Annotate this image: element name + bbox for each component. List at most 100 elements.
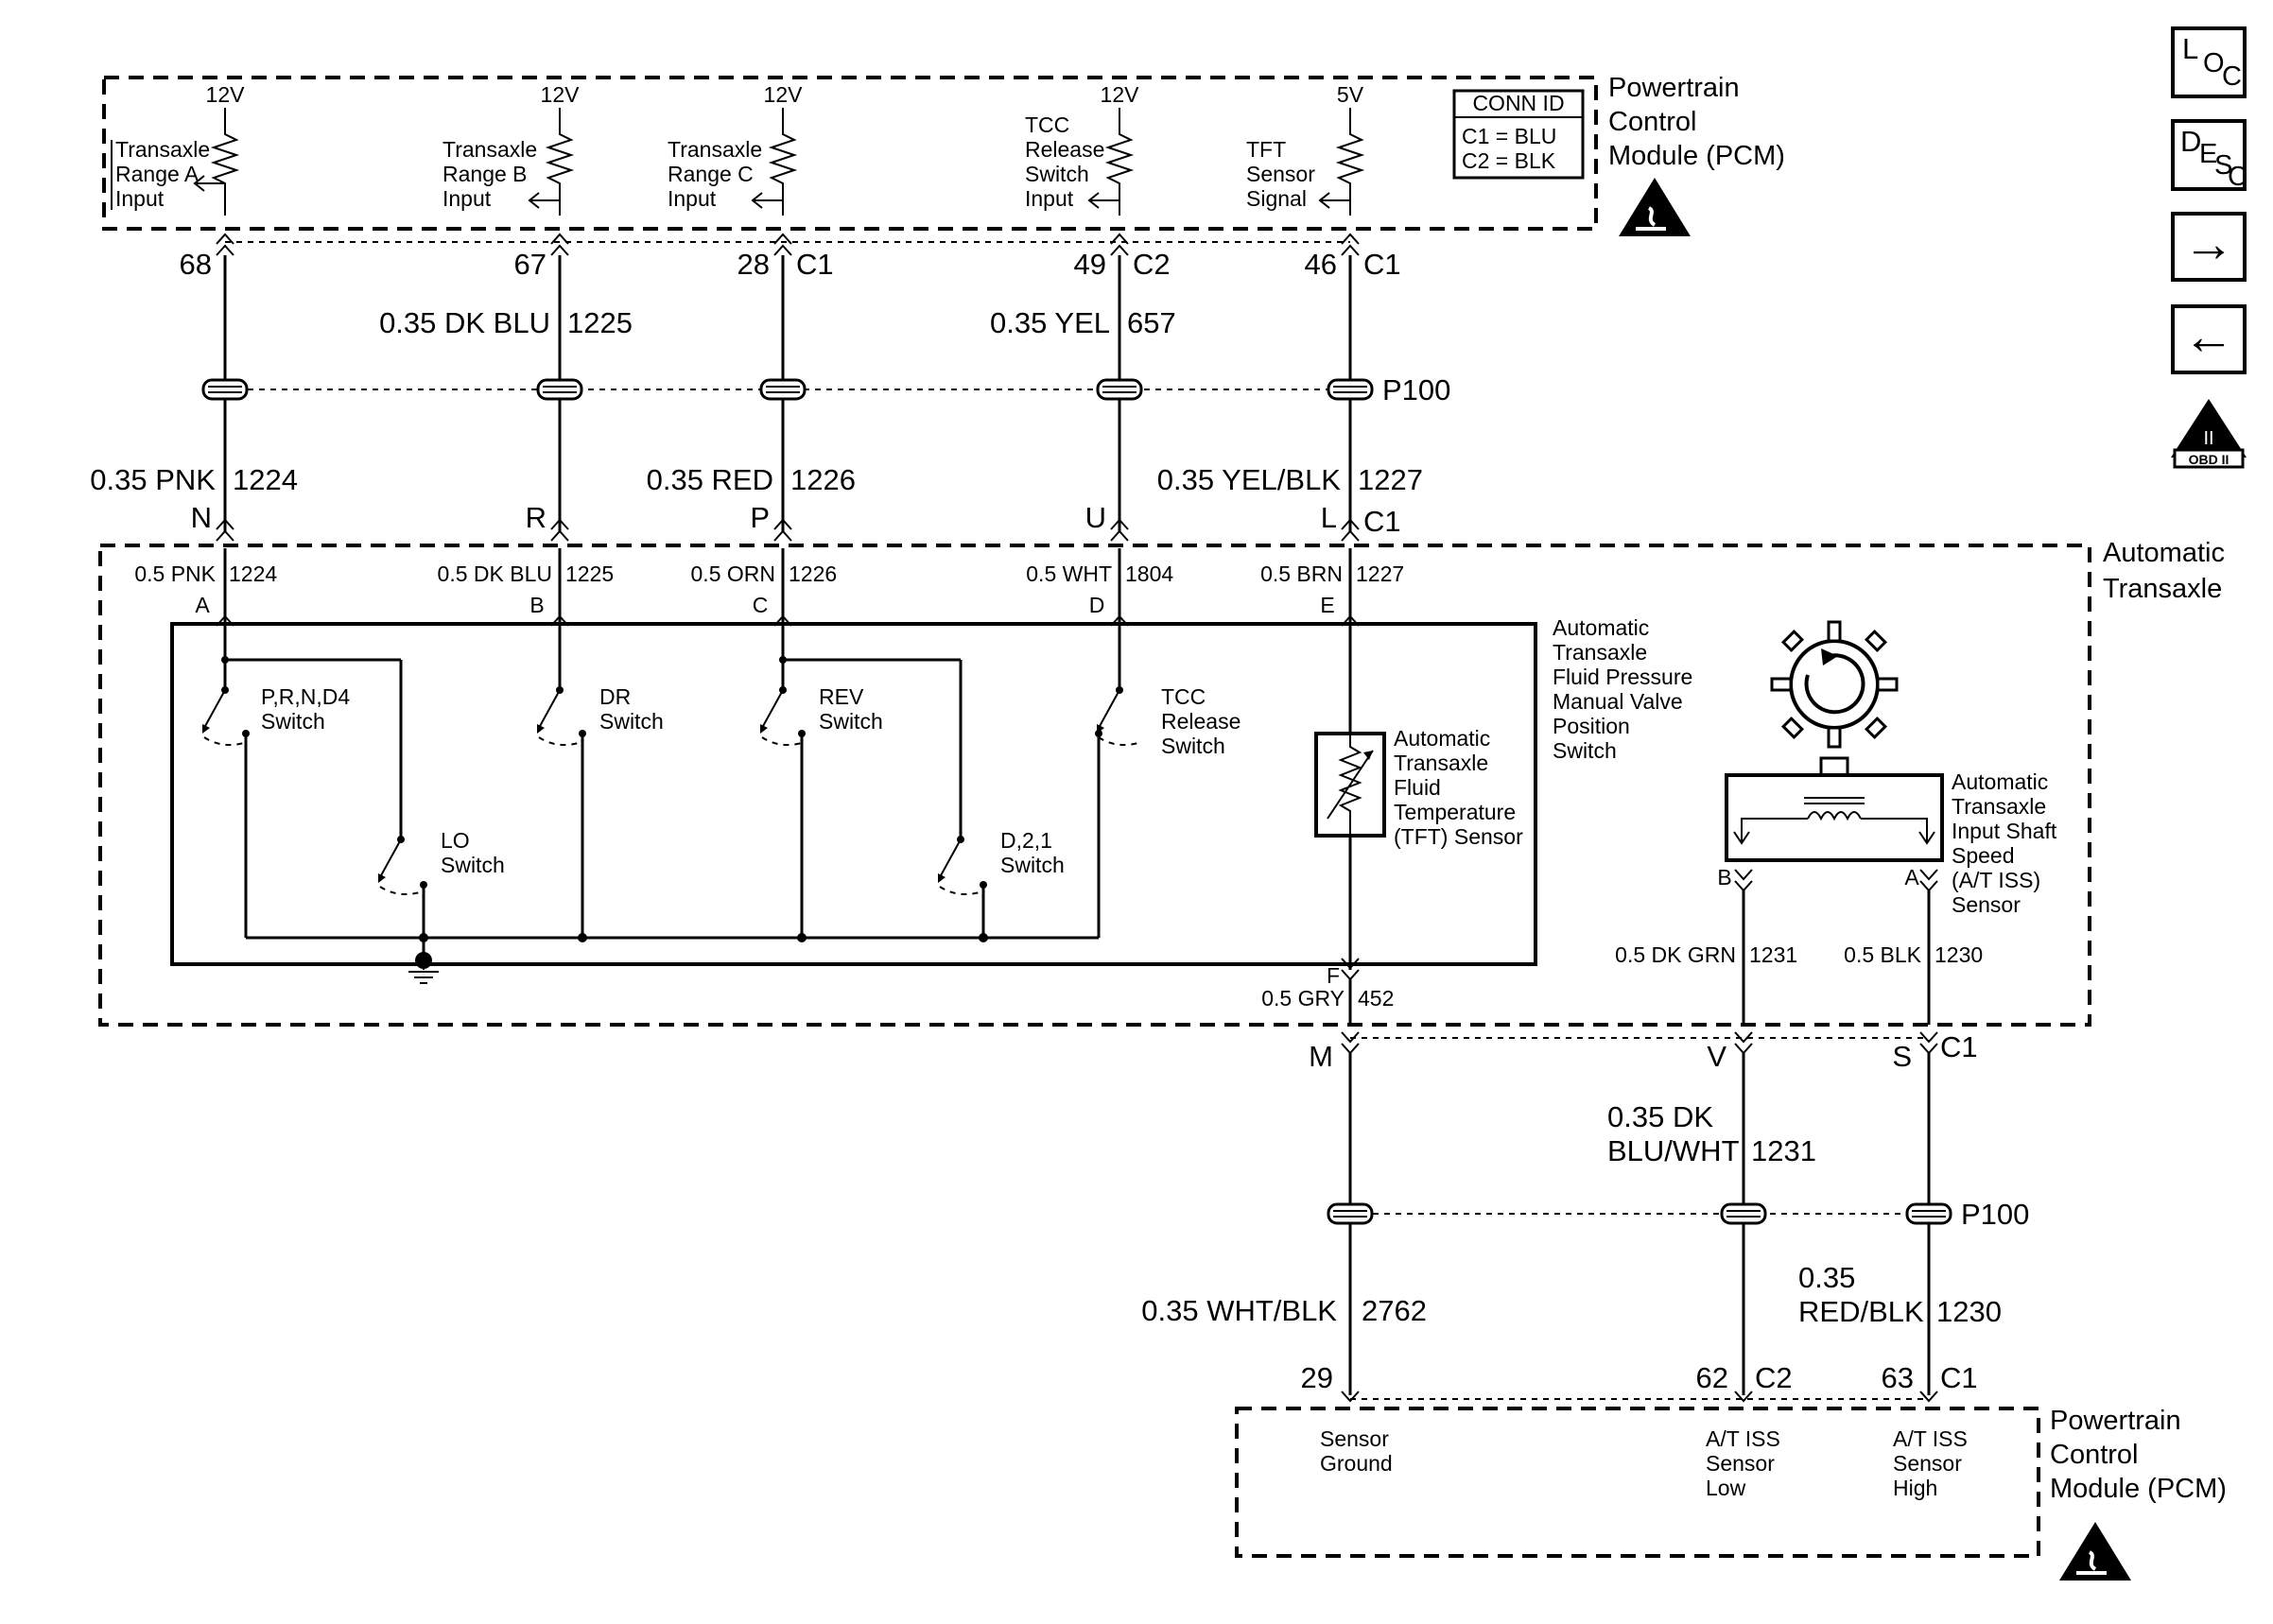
pin-letter: L <box>1321 501 1337 534</box>
tft-sensor-label: Temperature <box>1394 800 1516 824</box>
tft-sensor-label: Fluid <box>1394 775 1441 800</box>
voltage-label: 12V <box>541 82 581 107</box>
loc-sub2: C <box>2222 61 2242 92</box>
conn-id-c2: C2 = BLK <box>1462 148 1556 173</box>
wire-color-label: 0.35 DK BLU <box>379 306 550 339</box>
pcm-top-connector: 68 67 28 C1 49 C2 46 C1 <box>180 233 1401 281</box>
pcm-top-title-2: Control <box>1608 107 1697 137</box>
input-arrow-icon <box>193 175 225 192</box>
obd-ii-button[interactable]: II OBD II <box>2171 399 2247 469</box>
input-label: Signal <box>1246 186 1307 211</box>
pcm-bottom-boundary <box>1235 1407 2040 1558</box>
pin-symbol <box>216 233 234 256</box>
wire-color-label: 0.35 DK <box>1607 1100 1713 1133</box>
circuit-number: 1230 <box>1935 942 1983 967</box>
description-button[interactable]: D E S C <box>2171 119 2247 192</box>
connector-id: C1 <box>1940 1361 1978 1394</box>
tft-sensor-label: (TFT) Sensor <box>1394 824 1523 849</box>
circuit-number: 1231 <box>1749 942 1797 967</box>
pin-letter: N <box>191 501 212 534</box>
obd-ii-number: II <box>2203 428 2213 449</box>
splice-pack-icon <box>1327 378 1374 401</box>
nav-toolbar: L O C D E S C → ← II OBD II <box>2171 26 2247 469</box>
splice-pack-icon <box>536 378 583 401</box>
pcm-bottom-title-2: Control <box>2050 1440 2139 1470</box>
pcm-input-range-a: 12V Transaxle Range A Input <box>111 82 246 216</box>
pin-letter: A <box>195 593 210 617</box>
circuit-number: 2762 <box>1362 1294 1427 1327</box>
circuit-number: 1224 <box>229 561 277 586</box>
pcm-input-label: A/T ISS <box>1893 1426 1968 1451</box>
esd-caution-icon <box>1617 176 1692 238</box>
transaxle-boundary <box>98 544 2091 1027</box>
arrow-left-icon: ← <box>2183 308 2234 365</box>
iss-sensor-label: (A/T ISS) <box>1952 868 2040 892</box>
circuit-number: 452 <box>1358 986 1394 1011</box>
pin-letter: M <box>1309 1040 1333 1073</box>
wire-color-label: 0.5 ORN <box>691 561 775 586</box>
transaxle-title-2: Transaxle <box>2103 574 2222 604</box>
input-arrow-icon <box>1087 192 1119 209</box>
wire-color-label: 0.35 PNK <box>90 463 216 496</box>
previous-page-button[interactable]: ← <box>2171 304 2247 374</box>
wire-color-label: 0.35 YEL/BLK <box>1157 463 1342 496</box>
pin-letter: C <box>753 593 769 617</box>
wire-color-label: 0.5 BRN <box>1260 561 1343 586</box>
input-arrow-icon <box>528 192 560 209</box>
obd-ii-icon <box>2171 399 2247 458</box>
conn-id-table: CONN ID C1 = BLU C2 = BLK <box>1452 89 1585 180</box>
conn-id-c1: C1 = BLU <box>1462 124 1556 148</box>
iss-sensor-body <box>1725 773 1944 862</box>
pin-number: 68 <box>180 248 212 281</box>
wire-color-label: 0.5 PNK <box>134 561 216 586</box>
pcm-top-title-1: Powertrain <box>1608 73 1740 103</box>
pin-symbol <box>550 233 569 256</box>
switch-label: D,2,1 <box>1000 828 1052 853</box>
input-arrow-icon <box>1318 192 1350 209</box>
switch-label: Switch <box>1000 853 1065 877</box>
switch-label: Switch <box>1161 734 1225 758</box>
wire-color-label: 0.5 DK GRN <box>1615 942 1736 967</box>
voltage-label: 12V <box>1101 82 1140 107</box>
iss-sensor-label: Automatic <box>1952 769 2048 794</box>
pull-up-resistor-icon <box>1104 108 1135 216</box>
voltage-label: 12V <box>206 82 246 107</box>
circuit-number: 1227 <box>1356 561 1404 586</box>
pcm-input-label: Sensor <box>1893 1451 1962 1476</box>
circuit-number: 1225 <box>565 561 614 586</box>
connector-id: C1 <box>1363 248 1401 281</box>
circuit-number: 1230 <box>1936 1295 2002 1328</box>
switch-label: Switch <box>819 709 883 734</box>
arrow-right-icon: → <box>2183 216 2234 272</box>
conn-id-header: CONN ID <box>1472 91 1564 115</box>
next-page-button[interactable]: → <box>2171 212 2247 282</box>
voltage-label: 12V <box>764 82 804 107</box>
switch-label: Release <box>1161 709 1241 734</box>
pull-up-resistor-icon <box>768 108 798 216</box>
pcm-bottom-title-1: Powertrain <box>2050 1406 2181 1436</box>
input-arrow-icon <box>751 192 783 209</box>
splice-pack-icon <box>1905 1202 1952 1225</box>
tone-wheel-icon <box>1770 620 1899 749</box>
tft-sensor-label: Automatic <box>1394 726 1490 751</box>
circuit-number: 1226 <box>790 463 856 496</box>
pcm-input-label: Sensor <box>1320 1426 1389 1451</box>
pin-number: 29 <box>1301 1361 1333 1394</box>
pin-letter: B <box>1717 865 1731 890</box>
location-button[interactable]: L O C <box>2171 26 2247 98</box>
pin-letter: A <box>1904 865 1919 890</box>
wire-color-label: 0.5 GRY <box>1261 986 1345 1011</box>
input-label: Range B <box>442 162 528 186</box>
switch-label: TCC <box>1161 684 1206 709</box>
circuit-number: 1225 <box>567 306 633 339</box>
circuit-number: 1227 <box>1358 463 1423 496</box>
switch-label: DR <box>599 684 631 709</box>
pin-letter: E <box>1320 593 1334 617</box>
switch-assembly-label: Position <box>1553 714 1630 738</box>
pcm-input-tcc-release: 12V TCC Release Switch Input <box>1025 82 1139 216</box>
loc-sub: O <box>2203 48 2225 78</box>
switch-assembly-label: Transaxle <box>1553 640 1647 665</box>
circuit-number: 1804 <box>1125 561 1173 586</box>
input-label: Switch <box>1025 162 1089 186</box>
pull-up-resistor-icon <box>210 108 240 216</box>
